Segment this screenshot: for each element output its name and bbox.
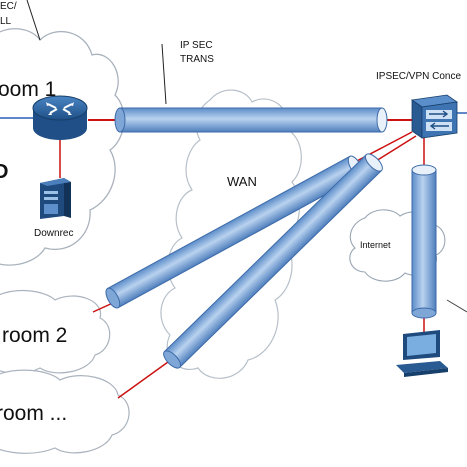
room2-label: room 2	[2, 324, 67, 347]
diagonal-pipe-room3-icon	[163, 153, 383, 369]
edge-fragment-label: D	[0, 161, 8, 183]
vpn-to-pipe3-link	[375, 135, 417, 162]
room3-label: room ...	[0, 402, 67, 425]
top-left-label-line2: LL	[0, 16, 12, 27]
router-icon	[32, 95, 88, 140]
server-icon	[40, 178, 71, 219]
gray-link-right	[446, 299, 467, 313]
vertical-pipe-icon	[411, 164, 437, 319]
concentrator-label: IPSEC/VPN Conce	[376, 71, 461, 82]
room1-label: oom 1	[0, 78, 56, 101]
cloud-room3-icon	[0, 369, 130, 454]
internet-label: Internet	[360, 240, 391, 250]
tunnel-label-line1: IP SEC	[180, 40, 213, 51]
tunnel-leader-line	[161, 43, 167, 105]
tunnel-label-line2: TRANS	[180, 54, 214, 65]
downrec-label: Downrec	[34, 228, 73, 239]
pipe3-to-room3-link	[117, 361, 169, 399]
computer-icon	[396, 330, 448, 377]
wan-label: WAN	[227, 174, 257, 189]
tunnel-pipe-icon	[114, 107, 388, 133]
top-left-leader-line	[26, 0, 41, 41]
top-left-label-line1: EC/	[0, 1, 17, 12]
vpn-concentrator-icon	[410, 94, 459, 139]
